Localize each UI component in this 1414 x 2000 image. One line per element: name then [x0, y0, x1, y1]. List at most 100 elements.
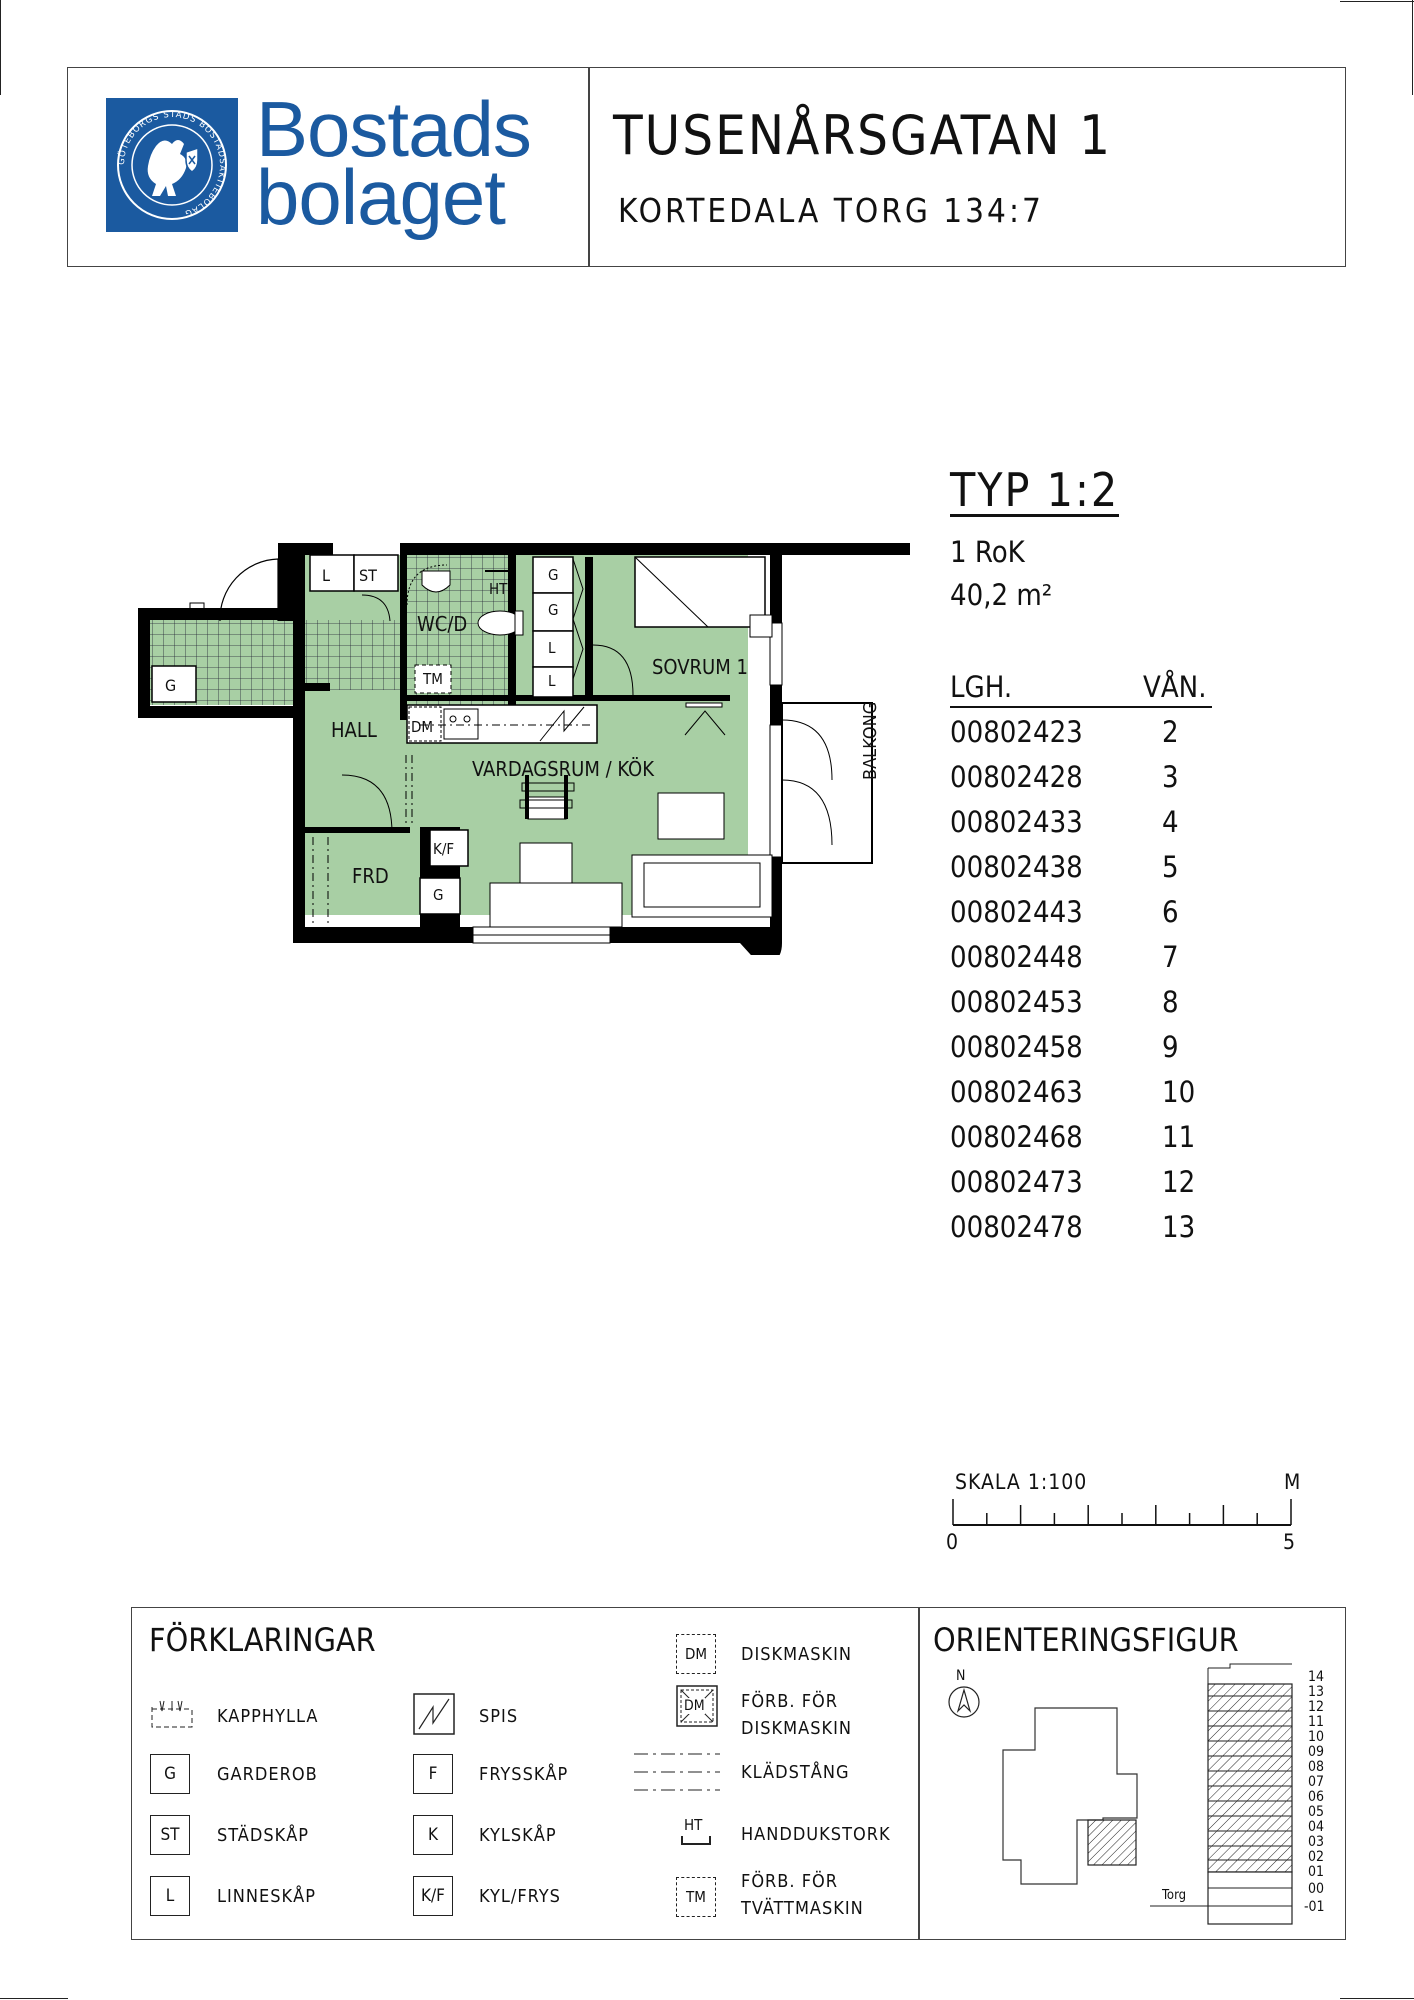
legend-forb-tvatt-1: FÖRB. FÖR — [741, 1871, 839, 1892]
legend-linneskap: LINNESKÅP — [217, 1886, 316, 1907]
apartment-row: 00802428 3 — [950, 760, 1250, 805]
apartment-floor: 10 — [1162, 1075, 1196, 1109]
section-diagram — [1150, 1663, 1293, 1925]
room-label-vardagsrum: VARDAGSRUM / KÖK — [472, 757, 655, 781]
apartment-floor: 6 — [1162, 895, 1179, 929]
apartment-floor: 5 — [1162, 850, 1179, 884]
floor-number: 09 — [1308, 1744, 1325, 1760]
title-block-divider — [588, 68, 590, 266]
floor-number: 07 — [1308, 1774, 1325, 1790]
legend-title: FÖRKLARINGAR — [149, 1621, 376, 1659]
wardrobe-label-1: G — [548, 566, 559, 584]
apartment-row: 00802433 4 — [950, 805, 1250, 850]
legend-forb-disk-1: FÖRB. FÖR — [741, 1691, 839, 1712]
clothes-rail-icon — [634, 1753, 720, 1791]
stove-icon — [413, 1693, 455, 1735]
apartment-floor: 4 — [1162, 805, 1179, 839]
room-label-wc: WC/D — [417, 612, 468, 636]
wardrobe-label-4: L — [548, 672, 556, 690]
floor-number: 11 — [1308, 1714, 1325, 1730]
closet-label-st: ST — [359, 566, 377, 585]
floor-hall-tiles — [298, 620, 403, 690]
floor-number: 08 — [1308, 1759, 1325, 1775]
linneskap-icon: L — [150, 1876, 190, 1916]
apartment-number: 00802428 — [950, 760, 1083, 794]
apartment-floor: 11 — [1162, 1120, 1196, 1154]
floor-number: 13 — [1308, 1684, 1325, 1700]
apartment-floor: 2 — [1162, 715, 1179, 749]
legend-kladstang: KLÄDSTÅNG — [741, 1762, 850, 1783]
fridge-icon: K — [413, 1815, 453, 1855]
floor-number: 00 — [1308, 1881, 1325, 1897]
crop-mark — [0, 1998, 68, 1999]
scale-label: SKALA 1:100 — [955, 1470, 1088, 1494]
room-label-balkong: BALKONG — [860, 701, 881, 780]
crop-mark — [0, 0, 1, 95]
dishwasher-icon: DM — [676, 1634, 716, 1674]
room-label-hall: HALL — [331, 718, 377, 742]
apartment-number: 00802423 — [950, 715, 1083, 749]
towel-rail-label: HT — [489, 580, 508, 598]
bostadsbolaget-logo-seal: GÖTEBORGS STADS BOSTADSAKTIEBOLAG — [106, 98, 238, 232]
apartment-floor: 3 — [1162, 760, 1179, 794]
dishwasher-prep-icon-label: DM — [684, 1698, 705, 1714]
legend-divider — [918, 1608, 920, 1939]
apartment-number: 00802468 — [950, 1120, 1083, 1154]
floor-number: 05 — [1308, 1804, 1325, 1820]
legend-spis: SPIS — [479, 1706, 519, 1727]
apartment-row: 00802478 13 — [950, 1210, 1250, 1255]
apartment-floor: 12 — [1162, 1165, 1196, 1199]
floor-number: 12 — [1308, 1699, 1325, 1715]
property-designation: KORTEDALA TORG 134:7 — [618, 191, 1044, 230]
walls — [138, 543, 910, 955]
legend-kylskap: KYLSKÅP — [479, 1825, 557, 1846]
living-area: 40,2 m² — [950, 578, 1053, 612]
room-count: 1 RoK — [950, 535, 1025, 569]
legend-frysskap: FRYSSKÅP — [479, 1764, 569, 1785]
building-footprint — [1002, 1707, 1138, 1885]
legend-stadskap: STÄDSKÅP — [217, 1825, 310, 1846]
apartment-row: 00802423 2 — [950, 715, 1250, 760]
scale-unit: M — [1284, 1470, 1301, 1494]
apartment-row: 00802463 10 — [950, 1075, 1250, 1120]
washer-label: TM — [423, 670, 443, 688]
scale-start: 0 — [946, 1530, 959, 1554]
apartment-column-header: LGH. — [950, 670, 1013, 704]
brand-line-1: Bostads — [256, 85, 532, 173]
towel-rail-icon-label: HT — [684, 1816, 703, 1834]
floor-column-header: VÅN. — [1143, 670, 1207, 704]
scale-end: 5 — [1283, 1530, 1296, 1554]
street-address: TUSENÅRSGATAN 1 — [613, 104, 1112, 167]
floor-number: 10 — [1308, 1729, 1325, 1745]
floor-number: -01 — [1304, 1899, 1325, 1915]
apartment-number: 00802478 — [950, 1210, 1083, 1244]
apartment-row: 00802443 6 — [950, 895, 1250, 940]
apartment-number: 00802433 — [950, 805, 1083, 839]
towel-rail-icon — [681, 1836, 711, 1845]
freezer-icon: F — [413, 1754, 453, 1794]
legend-box — [131, 1607, 1346, 1940]
apartment-number: 00802463 — [950, 1075, 1083, 1109]
fridge-freezer-label: K/F — [433, 840, 455, 858]
torg-label: Torg — [1162, 1888, 1187, 1903]
room-label-sovrum: SOVRUM 1 — [652, 655, 748, 679]
apartment-floor: 13 — [1162, 1210, 1196, 1244]
entry-garderob-label: G — [165, 676, 177, 695]
legend-forb-disk-2: DISKMASKIN — [741, 1718, 852, 1739]
floor-plan — [138, 543, 910, 955]
wardrobe-label-2: G — [548, 601, 559, 619]
wardrobe-label-3: L — [548, 639, 556, 657]
scale-bar — [952, 1499, 1292, 1526]
apartment-number: 00802443 — [950, 895, 1083, 929]
coat-rack-icon — [151, 1700, 193, 1728]
crop-mark — [1412, 0, 1413, 95]
legend-kapphylla: KAPPHYLLA — [217, 1706, 319, 1727]
washer-prep-icon: TM — [676, 1877, 716, 1917]
crop-mark — [1340, 1, 1414, 2]
closet-label-l: L — [322, 566, 331, 585]
stadskap-icon: ST — [150, 1815, 190, 1855]
